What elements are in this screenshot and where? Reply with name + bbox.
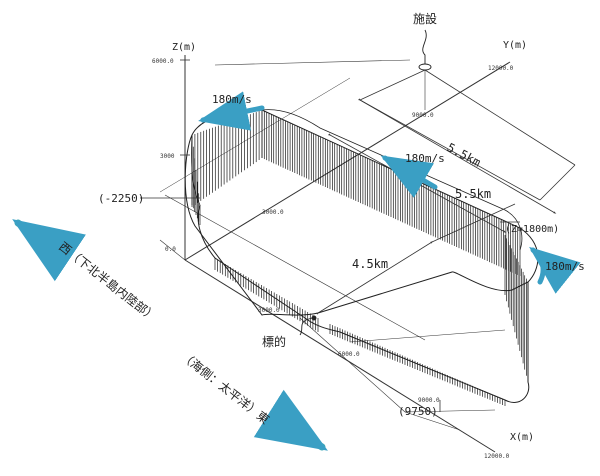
minus-x-label: (-2250) [98, 192, 144, 205]
compass-east-arrow [253, 389, 328, 451]
grid-line [164, 194, 426, 341]
facility-label: 施設 [413, 11, 437, 26]
tick-x-3: 9000.0 [418, 397, 440, 404]
tick-y-mid: 9000.0 [412, 112, 434, 119]
x-9750-label: (9750) [398, 405, 438, 418]
grid-line [349, 329, 506, 343]
speed-arrows [12, 91, 581, 451]
z-ticks [180, 59, 190, 156]
dim-55-upper-label: 5.5km [445, 140, 483, 169]
tick-z-mid: 3000 [160, 153, 175, 160]
tick-z-top: 6000.0 [152, 58, 174, 65]
target-label: 標的 [262, 334, 286, 349]
speed-mid-label: 180m/s [405, 152, 445, 165]
dim-55-lower-label: 5.5km [455, 187, 491, 201]
grid-line [299, 317, 406, 413]
grid-line [159, 77, 351, 193]
compass-west-arrow [12, 219, 86, 282]
x-axis [184, 259, 496, 453]
z-1800-label: (Z=1800m) [505, 224, 559, 235]
dim-line-45 [316, 241, 434, 315]
dim-ext [431, 203, 516, 243]
arrow-mid [380, 155, 438, 198]
grid-line [214, 59, 411, 66]
z-axis-label: Z(m) [172, 42, 196, 53]
tick-x-max: 12000.0 [484, 453, 510, 460]
facility-leader [422, 29, 427, 64]
facility-marker [418, 29, 432, 71]
speed-top-label: 180m/s [212, 93, 252, 106]
tick-origin: 0.0 [165, 246, 176, 253]
east-label: （海側：太平洋）東 [178, 349, 272, 427]
ribbon-bottom-edge [197, 204, 530, 403]
y-axis-label: Y(m) [503, 40, 527, 51]
speed-right-label: 180m/s [545, 260, 585, 273]
dim-45-label: 4.5km [352, 257, 388, 271]
target-leader [299, 317, 313, 336]
grid-line [159, 239, 186, 261]
x-axis-label: X(m) [510, 432, 534, 443]
arrow-top [198, 91, 265, 131]
grid-line [359, 69, 426, 101]
tick-y-max: 12000.0 [488, 65, 514, 72]
grid-line [539, 164, 576, 201]
grid-line [404, 409, 496, 413]
west-label: 西（下北半島内陸部） [56, 239, 160, 325]
ribbon-inner-edge [191, 109, 523, 251]
tick-center-y: 3000.0 [262, 209, 284, 216]
arrow-right [529, 246, 581, 294]
facility-symbol [418, 63, 432, 71]
tick-x-1: 3000.0 [258, 307, 280, 314]
tick-x-2: 6000.0 [338, 351, 360, 358]
target-point [311, 315, 317, 321]
dim-line-55-lower [328, 133, 507, 233]
target-marker [299, 315, 317, 336]
grid-line [404, 411, 461, 431]
text-labels: Z(m) Y(m) X(m) 6000.0 3000 0.0 12000.0 9… [56, 11, 585, 460]
